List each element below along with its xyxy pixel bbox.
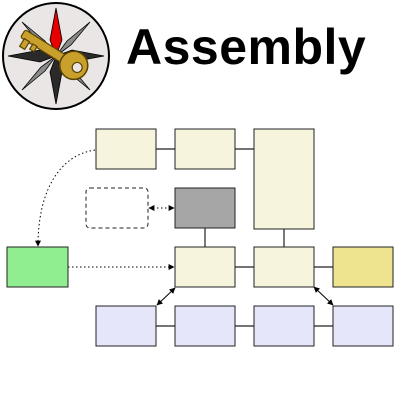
- solid-connectors: [156, 148, 333, 327]
- node-row3-right: [253, 246, 315, 288]
- node-green: [6, 246, 69, 288]
- compass-rose-key-icon: [2, 2, 110, 110]
- node-row1-mid: [174, 128, 236, 170]
- node-lavender-4: [332, 305, 394, 347]
- node-lavender-2: [174, 305, 236, 347]
- arrow-connectors: [35, 149, 334, 306]
- node-gray: [174, 187, 236, 229]
- node-placeholder: [85, 187, 149, 229]
- key-icon: [18, 29, 89, 81]
- dotted-arrow-curve: [35, 149, 96, 247]
- diagram-nodes: [6, 128, 394, 347]
- node-lavender-3: [253, 305, 315, 347]
- page-title: Assembly: [126, 19, 367, 75]
- node-yellow: [332, 246, 394, 288]
- node-row3-mid: [174, 246, 236, 288]
- assembly-logo: [2, 2, 110, 110]
- double-arrow-left: [156, 287, 176, 306]
- node-lavender-1: [95, 305, 157, 347]
- node-tall: [253, 128, 315, 230]
- node-row1-left: [95, 128, 157, 170]
- double-arrow-right: [313, 286, 334, 306]
